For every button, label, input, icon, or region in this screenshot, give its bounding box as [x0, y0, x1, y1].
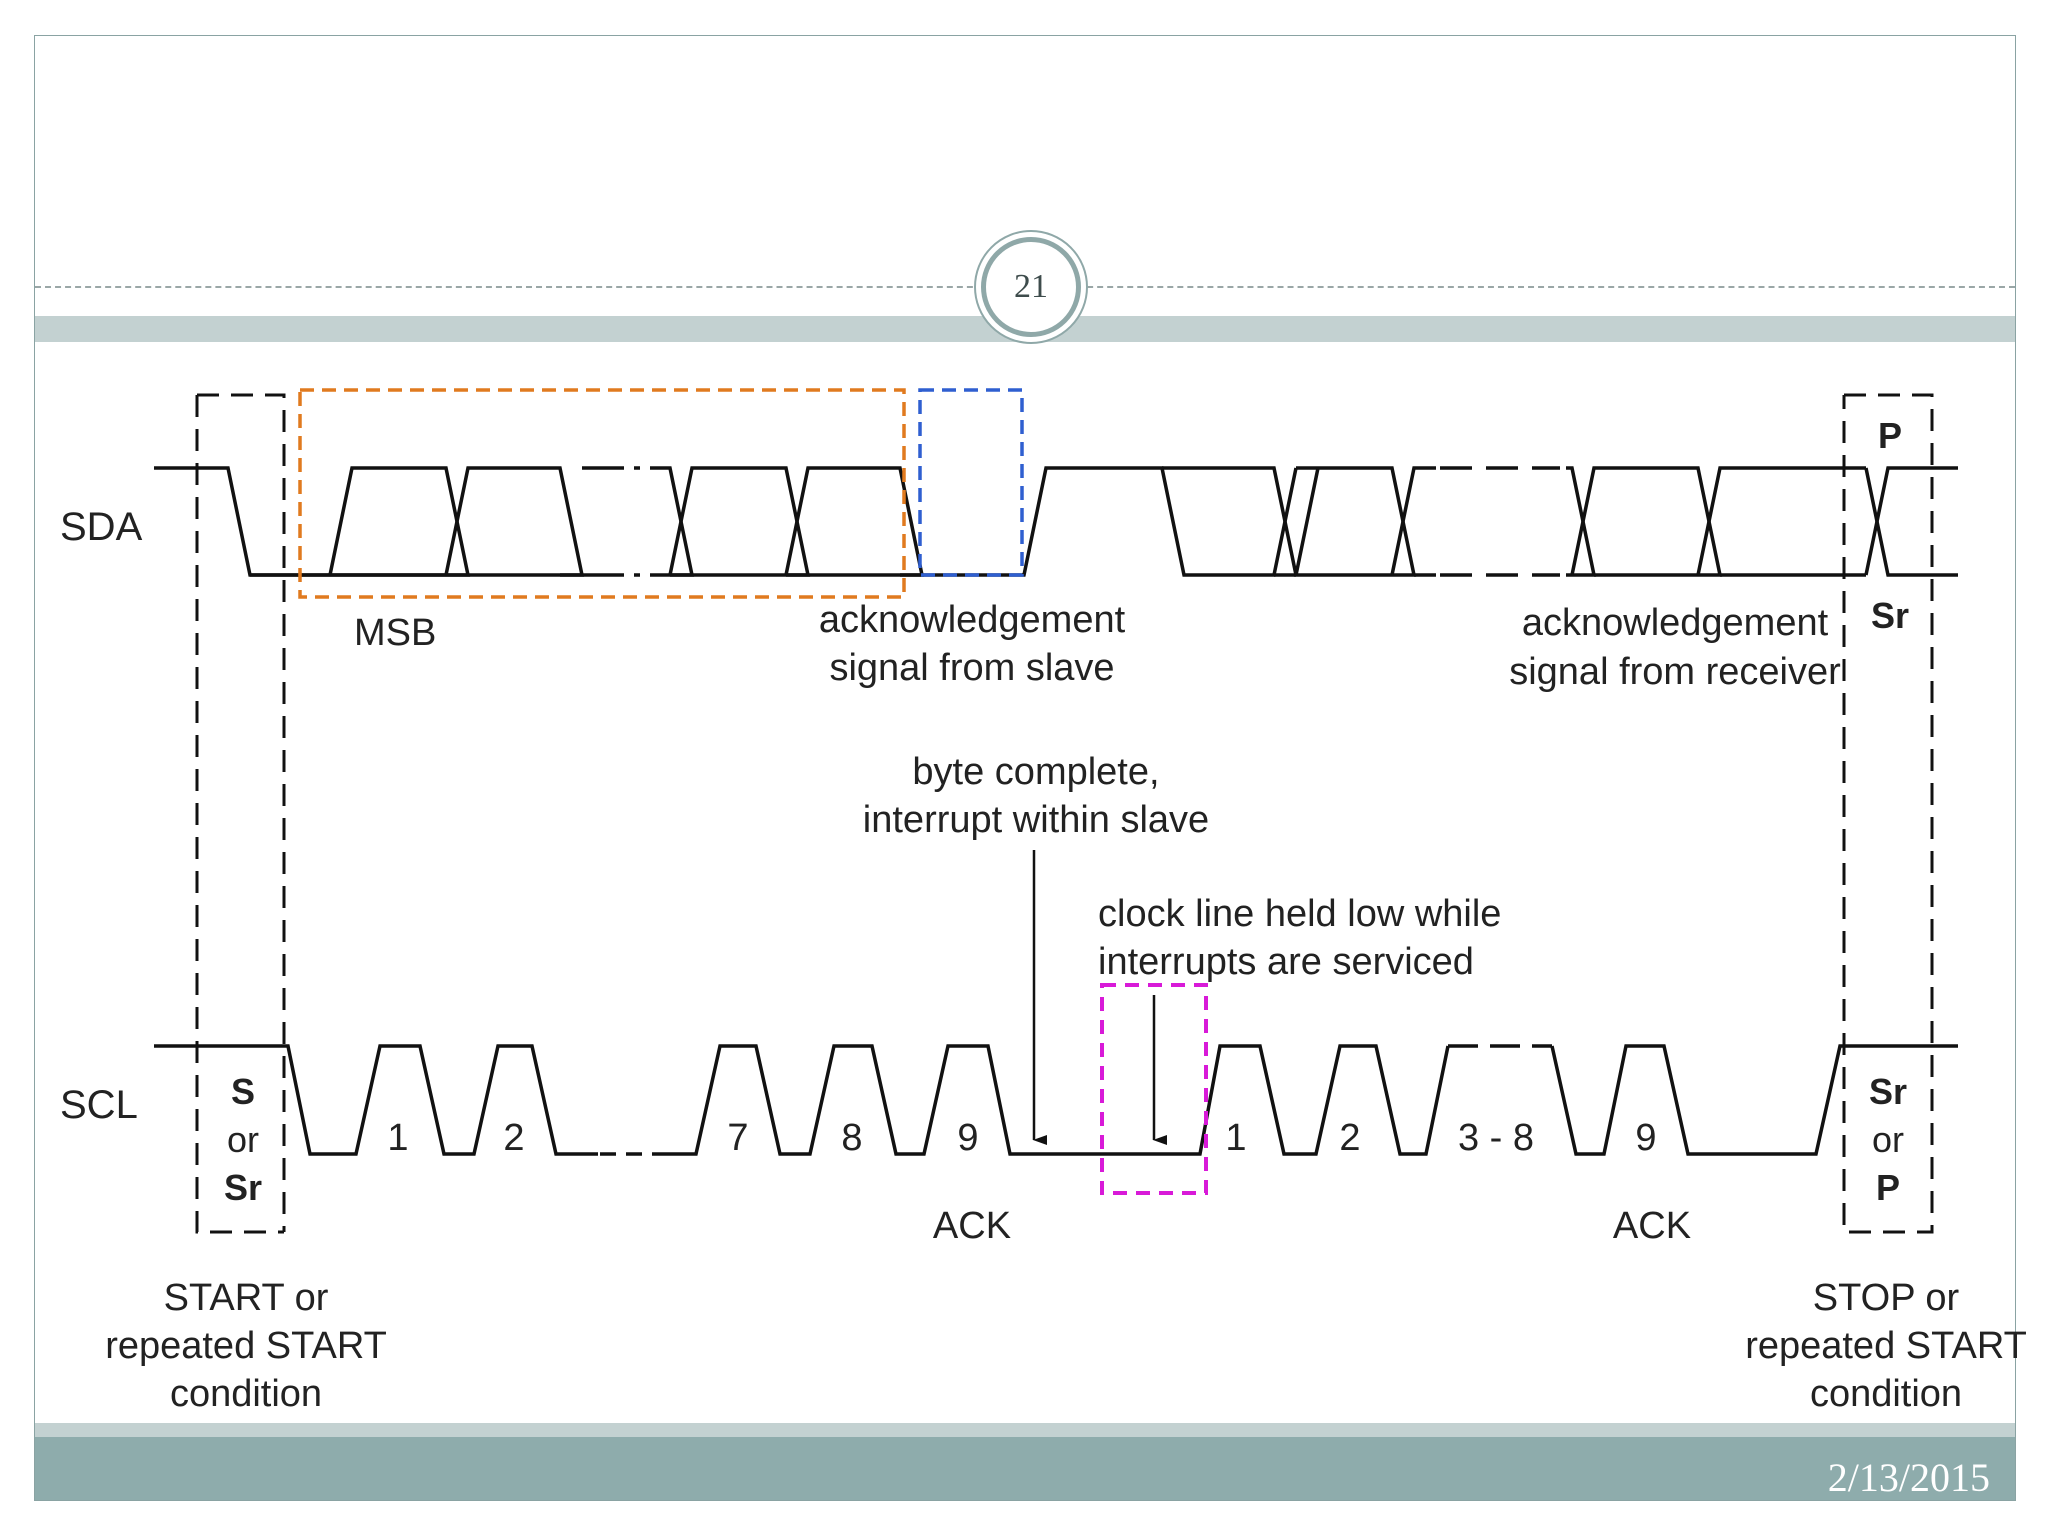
footer-band: [35, 1437, 2015, 1500]
pulse-label: 2: [503, 1117, 524, 1159]
ack-label-1: ACK: [933, 1205, 1011, 1247]
start-box-line3: Sr: [224, 1167, 262, 1208]
stop-caption-line1: STOP or: [1813, 1277, 1960, 1319]
pulse-label: 9: [957, 1117, 978, 1159]
ack-slave-line1: acknowledgement: [819, 599, 1126, 641]
scl-waveform: [154, 1044, 1958, 1156]
pulse-label: 8: [841, 1117, 862, 1159]
sda-label: SDA: [60, 505, 143, 549]
footer-light-band: [35, 1423, 2015, 1437]
pulse-label: 7: [727, 1117, 748, 1159]
clock-held-line2: interrupts are serviced: [1098, 941, 1474, 983]
ack-receiver-line2: signal from receiver: [1509, 651, 1841, 693]
stop-condition-box: [1842, 393, 1934, 1234]
byte-complete-line1: byte complete,: [912, 751, 1159, 793]
stop-box-line3: P: [1876, 1167, 1900, 1208]
sda-waveform: [154, 466, 1958, 577]
slide-number-badge: 21: [974, 230, 1088, 344]
start-caption-line1: START or: [164, 1277, 329, 1319]
pulse-label: 2: [1339, 1117, 1360, 1159]
ack-highlight-box: [918, 388, 1024, 577]
stop-box-line1: Sr: [1869, 1071, 1907, 1112]
data-bits-highlight-box: [298, 388, 906, 599]
ack-slave-line2: signal from slave: [829, 647, 1114, 689]
stop-box-line2: or: [1872, 1119, 1904, 1160]
pulse-label: 1: [387, 1117, 408, 1159]
stop-caption-line3: condition: [1810, 1373, 1962, 1415]
pulse-label: 9: [1635, 1117, 1656, 1159]
start-condition-box: [195, 393, 286, 1234]
start-box-line2: or: [227, 1119, 259, 1160]
clock-held-line1: clock line held low while: [1098, 893, 1501, 935]
byte-complete-line2: interrupt within slave: [863, 799, 1209, 841]
sda-stop-top-label: P: [1878, 415, 1902, 456]
slide-date: 2/13/2015: [1827, 1455, 1990, 1500]
slide-number: 21: [1014, 268, 1048, 305]
clock-hold-highlight-box: [1100, 983, 1208, 1195]
pulse-label: 3 - 8: [1458, 1117, 1534, 1159]
sda-stop-bottom-label: Sr: [1871, 595, 1909, 636]
ack-label-2: ACK: [1613, 1205, 1691, 1247]
pulse-label: 1: [1225, 1117, 1246, 1159]
msb-label: MSB: [354, 612, 436, 654]
start-caption-line2: repeated START: [105, 1325, 387, 1367]
stop-caption-line2: repeated START: [1745, 1325, 2027, 1367]
start-caption-line3: condition: [170, 1373, 322, 1415]
ack-receiver-line1: acknowledgement: [1522, 602, 1829, 644]
start-box-line1: S: [231, 1071, 255, 1112]
scl-label: SCL: [60, 1083, 138, 1127]
